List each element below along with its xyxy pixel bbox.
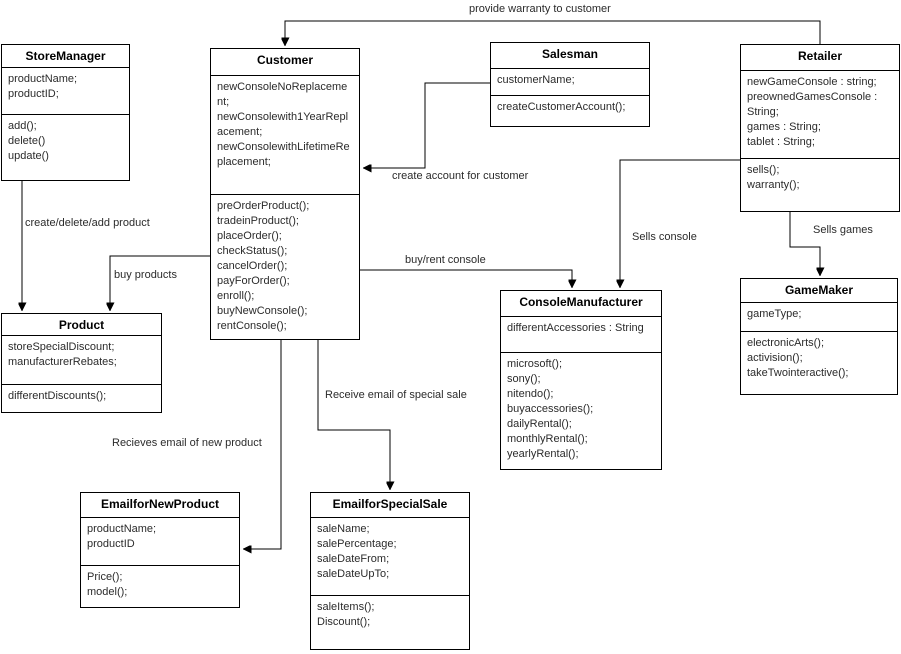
class-attributes: productName; productID;	[2, 68, 129, 115]
edge-label-recieves-email-new-product: Recieves email of new product	[112, 437, 262, 449]
class-console-manufacturer[interactable]: ConsoleManufacturer differentAccessories…	[500, 290, 662, 470]
edge-label-buy-products: buy products	[114, 269, 177, 281]
connection-create-account-arrow	[363, 82, 490, 168]
class-methods: add(); delete() update()	[8, 120, 49, 162]
class-attributes: productName; productID	[81, 518, 239, 566]
connection-buy-products-arrow	[110, 255, 210, 311]
class-title: EmailforSpecialSale	[311, 493, 469, 518]
class-attributes: customerName;	[491, 69, 649, 96]
class-title: StoreManager	[2, 45, 129, 68]
edge-label-receive-email-special-sale: Receive email of special sale	[325, 389, 467, 401]
connection-buy-rent-console-arrow	[360, 269, 572, 288]
class-methods: preOrderProduct(); tradeinProduct(); pla…	[217, 200, 310, 332]
class-title: Customer	[211, 49, 359, 76]
class-email-for-special-sale[interactable]: EmailforSpecialSale saleName; salePercen…	[310, 492, 470, 650]
connection-recieves-email-new-product-arrow	[243, 340, 282, 549]
class-game-maker[interactable]: GameMaker gameType; electronicArts(); ac…	[740, 278, 898, 395]
class-title: Salesman	[491, 43, 649, 69]
class-methods: differentDiscounts();	[8, 390, 107, 402]
class-attributes: newGameConsole : string; preownedGamesCo…	[741, 71, 899, 159]
class-customer[interactable]: Customer newConsoleNoReplacement; newCon…	[210, 48, 360, 340]
edge-label-sells-games: Sells games	[813, 224, 873, 236]
class-methods: sells(); warranty();	[747, 164, 800, 191]
class-methods: microsoft(); sony(); nitendo(); buyacces…	[507, 358, 594, 460]
class-title: EmailforNewProduct	[81, 493, 239, 518]
connection-sells-games-arrow	[789, 212, 820, 276]
class-salesman[interactable]: Salesman customerName; createCustomerAcc…	[490, 42, 650, 127]
class-methods: createCustomerAccount();	[497, 101, 626, 113]
class-store-manager[interactable]: StoreManager productName; productID; add…	[1, 44, 130, 181]
class-attributes: gameType;	[741, 303, 897, 332]
class-methods: saleItems(); Discount();	[317, 601, 375, 628]
edge-label-sells-console: Sells console	[632, 231, 697, 243]
connection-provide-warranty-arrow	[285, 20, 821, 46]
edge-label-create-account: create account for customer	[392, 170, 529, 182]
class-methods: electronicArts(); activision(); takeTwoi…	[747, 337, 849, 379]
class-title: GameMaker	[741, 279, 897, 303]
edge-label-provide-warranty: provide warranty to customer	[469, 3, 611, 15]
class-attributes: newConsoleNoReplacement; newConsolewith1…	[211, 76, 359, 195]
class-attributes: differentAccessories : String	[501, 317, 661, 353]
class-email-for-new-product[interactable]: EmailforNewProduct productName; productI…	[80, 492, 240, 608]
class-methods: Price(); model();	[87, 571, 128, 598]
class-attributes: saleName; salePercentage; saleDateFrom; …	[311, 518, 469, 596]
class-title: Product	[2, 314, 161, 336]
edge-label-buy-rent-console: buy/rent console	[405, 254, 486, 266]
class-product[interactable]: Product storeSpecialDiscount; manufactur…	[1, 313, 162, 413]
class-title: Retailer	[741, 45, 899, 71]
class-title: ConsoleManufacturer	[501, 291, 661, 317]
connection-sells-console-arrow	[620, 159, 740, 288]
class-attributes: storeSpecialDiscount; manufacturerRebate…	[2, 336, 161, 385]
edge-label-create-delete-add-product: create/delete/add product	[25, 217, 150, 229]
class-retailer[interactable]: Retailer newGameConsole : string; preown…	[740, 44, 900, 212]
connection-receive-email-special-sale-arrow	[317, 340, 390, 490]
